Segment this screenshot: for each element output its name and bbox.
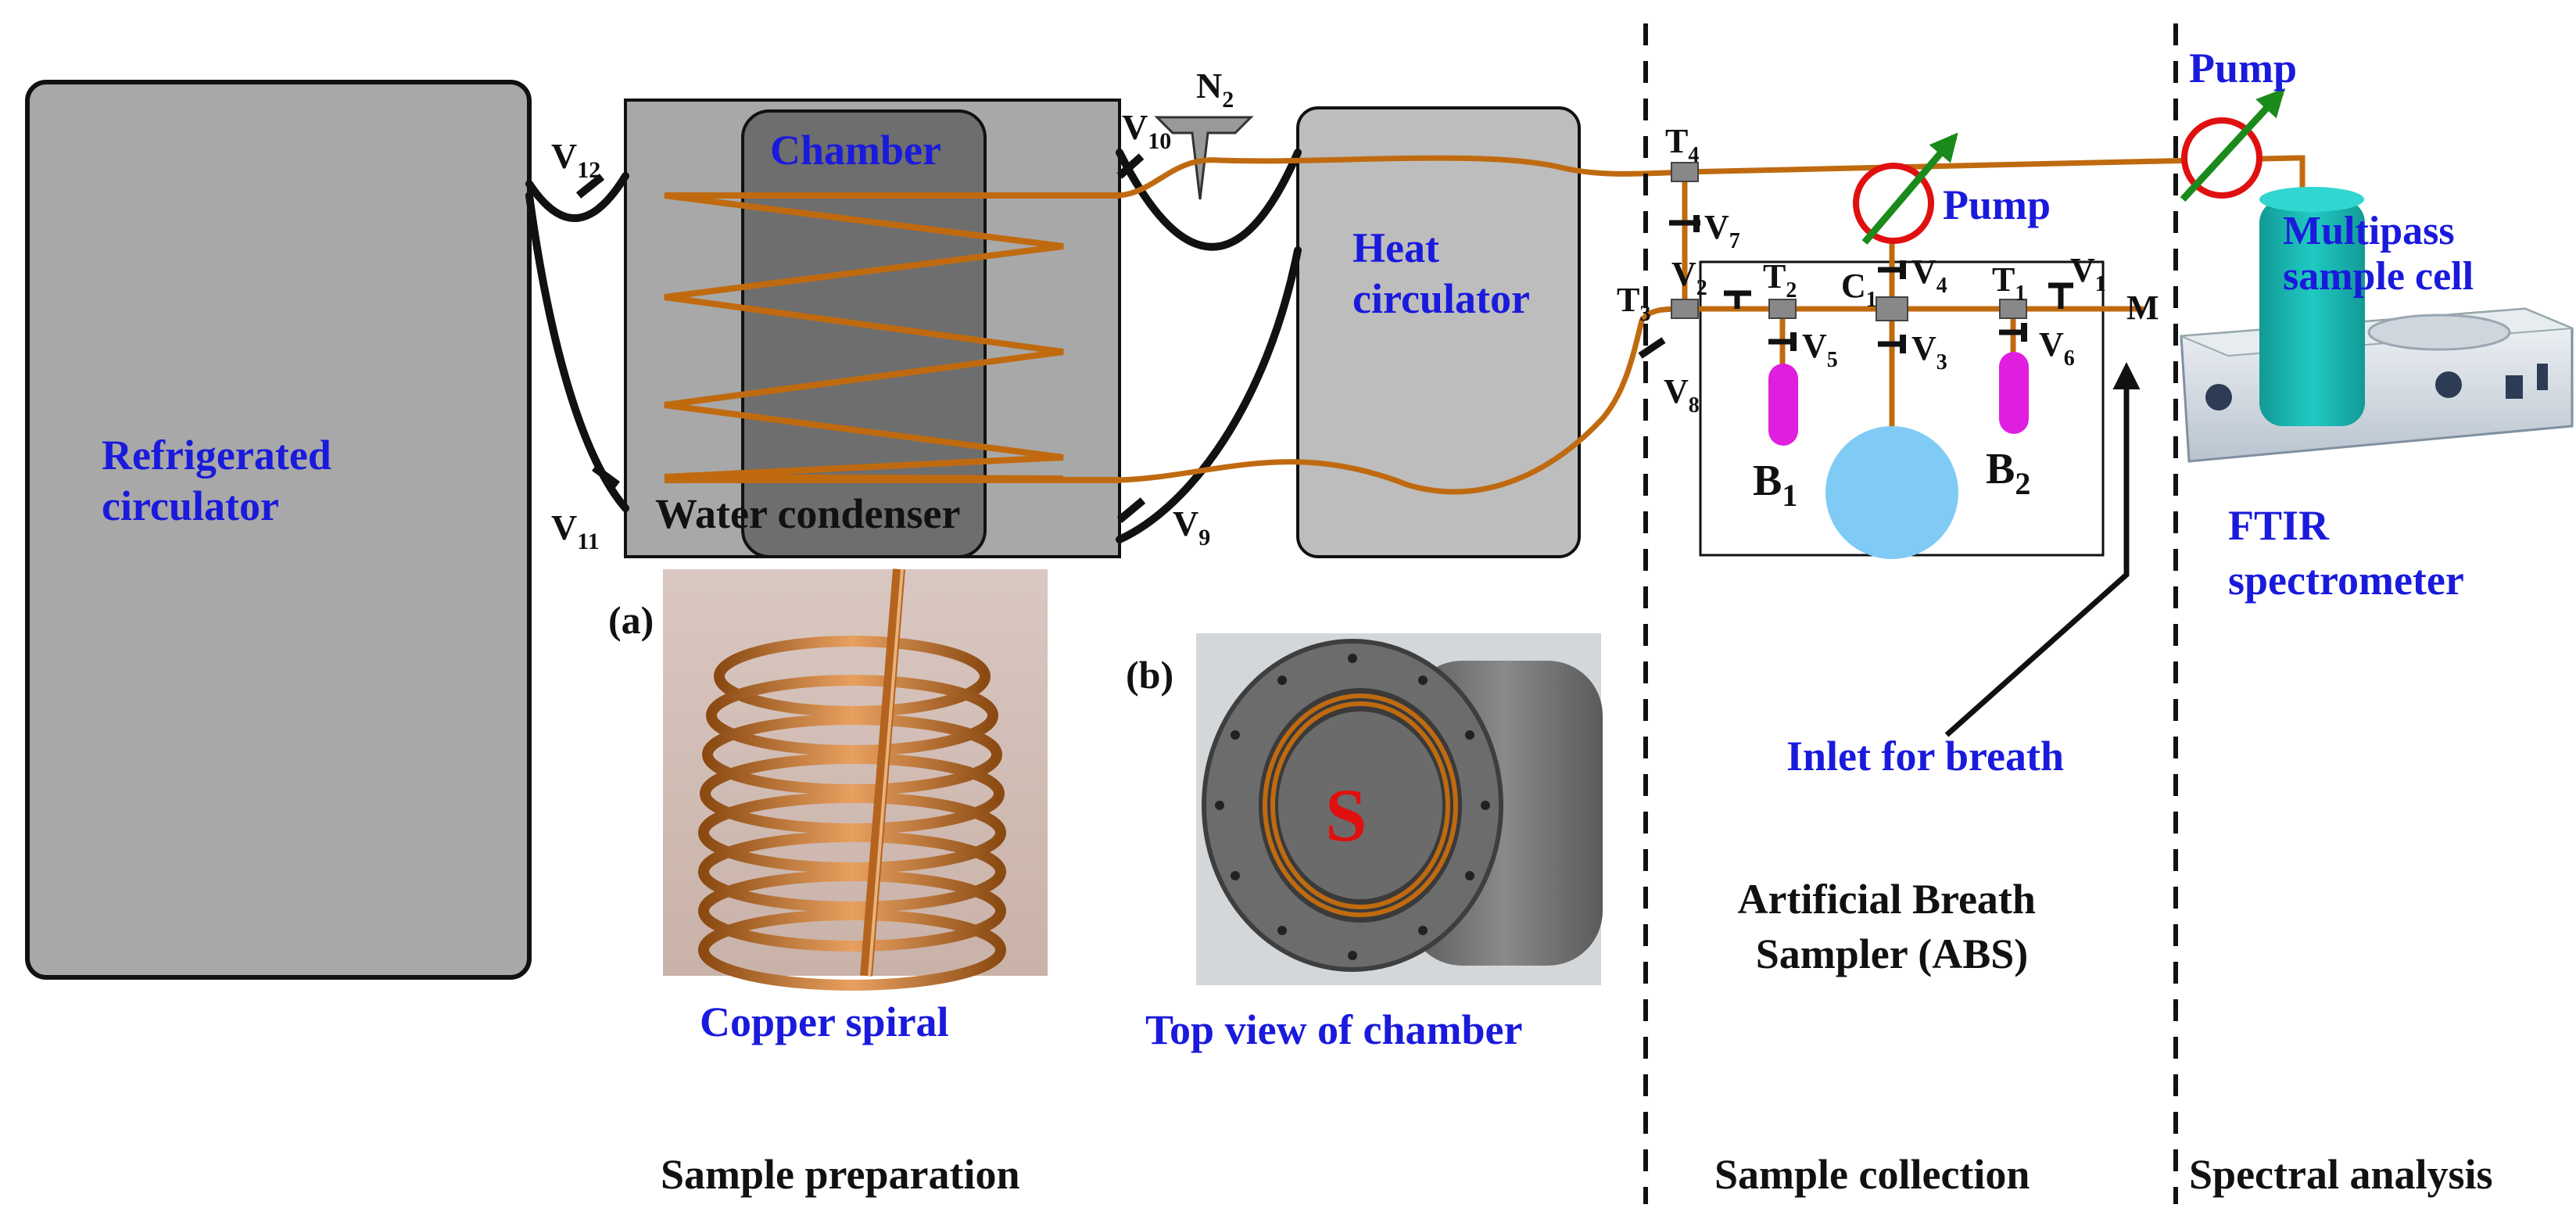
pump-top-label: Pump	[2189, 45, 2297, 91]
multipass-cell	[2259, 187, 2365, 426]
hose-v11	[525, 192, 629, 512]
valve-v1[interactable]	[2048, 282, 2073, 309]
heat-circulator-label: Heat circulator	[1352, 224, 1530, 322]
label-t1: T1	[1992, 260, 2026, 306]
chamber-top-view-photo	[1196, 633, 1603, 985]
valve-v10[interactable]	[1116, 153, 1145, 179]
tee-t2	[1768, 299, 1797, 319]
label-b1: B1	[1753, 457, 1797, 513]
valve-v9[interactable]	[1116, 497, 1146, 523]
svg-text:N2: N2	[1196, 66, 1234, 113]
inlet-arrow	[1944, 362, 2141, 737]
svg-text:V10: V10	[1122, 107, 1171, 154]
pump-mid-label: Pump	[1943, 181, 2051, 228]
section-sample-collection: Sample collection	[1714, 1151, 2030, 1198]
label-v7: V7	[1704, 208, 1740, 253]
hose-v12	[525, 172, 629, 222]
water-condenser-label: Water condenser	[655, 490, 960, 537]
panel-b-label: (b)	[1126, 653, 1173, 697]
abs-caption: Artificial Breath Sampler (ABS)	[1738, 876, 2047, 977]
label-v1: V1	[2070, 251, 2106, 296]
label-v10: V10	[1122, 107, 1171, 154]
valve-v8[interactable]	[1638, 337, 1666, 359]
hose-v9	[1116, 246, 1302, 543]
pump-top[interactable]	[2180, 88, 2285, 203]
copper-coil	[664, 192, 1123, 483]
label-m: M	[2126, 289, 2159, 327]
tee-t3	[1671, 299, 1699, 319]
valve-v7[interactable]	[1669, 215, 1700, 232]
valve-v6[interactable]	[1999, 323, 2027, 342]
ftir-label: FTIR spectrometer	[2228, 502, 2464, 604]
refrigerated-circulator-box	[25, 80, 532, 980]
pipe-upper	[1116, 155, 1688, 199]
chamber-s-label: S	[1325, 773, 1367, 857]
label-v9: V9	[1173, 504, 1210, 550]
label-v3: V3	[1911, 329, 1947, 375]
collection-flask	[1825, 426, 1958, 559]
valve-v3[interactable]	[1878, 335, 1906, 353]
multipass-cell-label: Multipass sample cell	[2283, 209, 2474, 299]
label-v6: V6	[2039, 325, 2075, 371]
ftir-spectrometer	[2180, 307, 2574, 463]
label-v2: V2	[1671, 255, 1707, 300]
hose-v10	[1116, 149, 1302, 251]
label-b2: B2	[1986, 445, 2030, 501]
inlet-label: Inlet for breath	[1786, 733, 2064, 780]
label-t3: T3	[1617, 281, 1650, 326]
section-sample-preparation: Sample preparation	[661, 1151, 1020, 1198]
label-t2: T2	[1763, 257, 1797, 303]
copper-spiral-photo	[663, 568, 1048, 991]
label-v8: V8	[1664, 372, 1700, 418]
pipe-lower	[1116, 306, 1688, 495]
label-t4: T4	[1665, 122, 1699, 167]
label-n2: N2	[1196, 66, 1234, 113]
section-spectral-analysis: Spectral analysis	[2189, 1151, 2493, 1198]
svg-text:V12: V12	[551, 136, 600, 183]
top-view-caption: Top view of chamber	[1145, 1006, 1523, 1053]
refrigerated-circulator-label: Refrigerated circulator	[102, 432, 342, 529]
label-c1: C1	[1841, 267, 1877, 312]
svg-text:V9: V9	[1173, 504, 1210, 550]
label-v12: V12	[551, 136, 600, 183]
valve-v5[interactable]	[1768, 332, 1797, 351]
valve-v2[interactable]	[1724, 290, 1751, 309]
tee-t1	[1999, 299, 2027, 319]
pump-to-cell	[2295, 155, 2306, 199]
chamber-label: Chamber	[770, 127, 941, 174]
svg-text:V11: V11	[551, 507, 600, 554]
copper-spiral-caption: Copper spiral	[700, 998, 949, 1045]
valve-v11[interactable]	[592, 464, 620, 489]
valve-v4[interactable]	[1878, 260, 1906, 279]
tee-t4	[1671, 162, 1699, 182]
label-v4: V4	[1911, 253, 1947, 298]
pump-mid[interactable]	[1853, 132, 1958, 245]
label-v5: V5	[1802, 327, 1838, 372]
panel-a-label: (a)	[608, 598, 654, 642]
label-v11: V11	[551, 507, 600, 554]
cross-c1	[1876, 296, 1908, 321]
chamber-box	[741, 109, 987, 558]
valve-v12[interactable]	[575, 174, 605, 199]
bulb-b1	[1768, 364, 1798, 446]
heat-circulator-box	[1296, 106, 1581, 558]
bulb-b2	[1999, 352, 2029, 434]
